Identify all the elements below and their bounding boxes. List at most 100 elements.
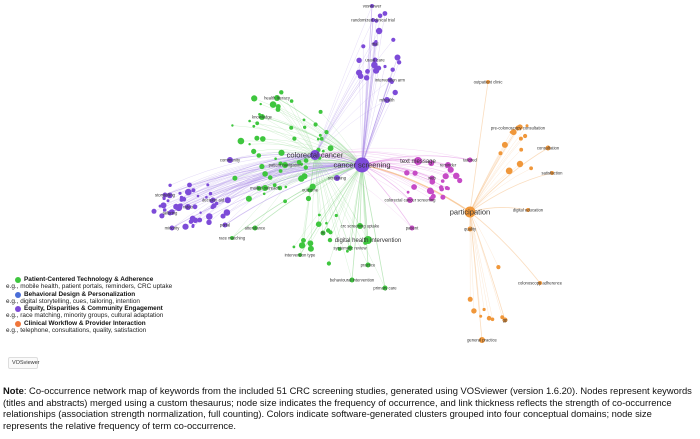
network-node <box>292 136 297 141</box>
network-edge <box>469 135 526 213</box>
network-node <box>159 213 165 219</box>
keyword-label: intervention arm <box>375 77 406 82</box>
keyword-label: vosviewer <box>363 3 382 8</box>
network-node <box>479 314 483 318</box>
keyword-label: trial <box>372 41 379 46</box>
network-node <box>237 137 245 145</box>
legend-item: Patient-Centered Technology & Adherence <box>15 276 172 283</box>
network-node <box>319 136 324 141</box>
network-node <box>363 75 370 81</box>
keyword-node <box>545 145 551 151</box>
network-node <box>248 119 251 123</box>
network-node <box>232 175 238 181</box>
network-edge <box>361 163 446 177</box>
legend-example: e.g., race matching, minority groups, cu… <box>6 312 164 320</box>
network-edge <box>188 154 316 193</box>
keyword-node <box>429 175 435 181</box>
network-edge <box>231 164 363 239</box>
network-node <box>327 145 334 152</box>
network-edge <box>178 154 316 208</box>
network-node <box>447 166 454 173</box>
network-node <box>471 308 477 314</box>
network-edge <box>171 164 363 229</box>
legend-item: Clinical Workflow & Provider Interaction <box>15 320 172 327</box>
network-node <box>187 182 192 188</box>
network-edge <box>469 149 522 213</box>
keyword-label: cancer screening <box>333 161 390 170</box>
network-edge <box>159 164 363 207</box>
network-edge <box>293 164 363 248</box>
keyword-label: decision aid <box>202 197 225 202</box>
network-node <box>307 245 314 252</box>
legend-title: Patient-Centered Technology & Adherence <box>24 276 154 283</box>
legend-title: Behavioral Design & Personalization <box>24 290 136 298</box>
network-node <box>260 136 266 142</box>
network-node <box>324 130 329 135</box>
keyword-label: minority <box>165 225 181 230</box>
network-edge <box>229 151 316 161</box>
network-edge <box>171 154 316 229</box>
network-node <box>382 11 388 16</box>
network-edge <box>183 164 363 200</box>
network-node <box>396 56 400 60</box>
network-node <box>318 109 323 114</box>
keyword-label: fit <box>321 230 325 235</box>
network-node <box>430 193 436 199</box>
keyword-node <box>384 97 390 103</box>
network-node <box>231 124 234 127</box>
network-edge <box>208 154 316 223</box>
network-edge <box>240 140 316 156</box>
network-node <box>327 237 333 243</box>
network-edge <box>469 211 485 310</box>
network-node <box>328 230 333 235</box>
network-node <box>292 245 296 249</box>
network-node <box>529 166 533 171</box>
network-node <box>482 307 486 312</box>
network-edge <box>189 162 363 186</box>
keyword-node <box>349 277 355 283</box>
network-node <box>179 197 184 202</box>
network-edge <box>314 147 471 161</box>
keyword-node <box>550 171 554 175</box>
network-node <box>275 104 281 109</box>
keyword-node <box>210 197 216 203</box>
network-node <box>196 194 200 198</box>
keyword-node <box>347 245 353 251</box>
keyword-node <box>262 185 268 191</box>
network-node <box>262 171 268 177</box>
network-edge <box>299 164 363 256</box>
network-node <box>248 143 251 146</box>
network-edge <box>361 68 379 166</box>
network-node <box>255 121 260 126</box>
network-edge <box>261 116 363 166</box>
network-edge <box>314 154 432 199</box>
network-node <box>256 153 262 158</box>
network-node <box>439 186 445 192</box>
network-node <box>259 102 262 106</box>
network-node <box>374 19 379 23</box>
keyword-node <box>371 18 375 22</box>
network-node <box>298 175 305 182</box>
network-node <box>356 57 362 63</box>
keyword-label: video <box>183 204 194 209</box>
keyword-label: systematic review <box>333 245 367 250</box>
keyword-label: patient navigation <box>269 162 302 167</box>
network-edge <box>210 164 363 194</box>
keyword-node <box>467 157 473 163</box>
network-node <box>426 187 434 195</box>
network-node <box>442 173 449 180</box>
network-edge <box>469 211 541 284</box>
network-node <box>289 125 294 130</box>
network-edge <box>227 154 316 201</box>
network-node <box>411 184 417 190</box>
keyword-label: colorectal cancer screening <box>385 197 437 202</box>
network-edge <box>314 154 351 250</box>
vosviewer-badge-label: VOSviewer <box>12 360 40 366</box>
network-node <box>182 223 189 230</box>
network-edge <box>314 76 361 156</box>
network-node <box>346 249 349 253</box>
network-edge <box>361 155 471 166</box>
keyword-label: storytelling <box>155 192 176 197</box>
network-edge <box>153 164 363 212</box>
